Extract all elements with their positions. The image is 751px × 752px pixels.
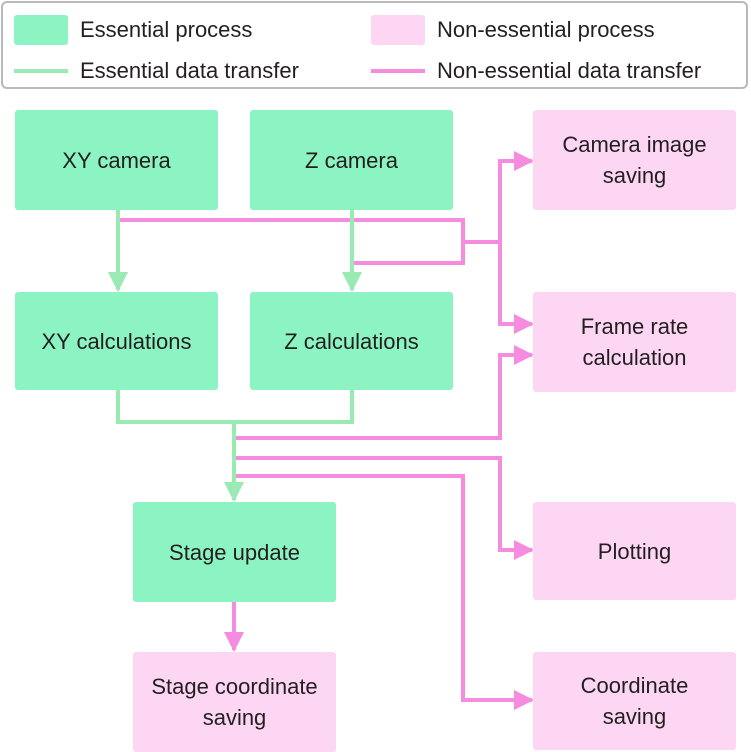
stage-coordinate-saving-label: Stage coordinate saving bbox=[151, 674, 318, 730]
legend-essential-transfer: Essential data transfer bbox=[14, 58, 299, 84]
plotting-label: Plotting bbox=[597, 538, 672, 564]
legend: Essential process Non-essential process … bbox=[1, 1, 748, 89]
z-calculations-label: Z calculations bbox=[284, 328, 419, 354]
legend-essential-process: Essential process bbox=[14, 15, 252, 45]
arrow-to-coordinate-saving bbox=[234, 474, 534, 710]
legend-nonessential-process-label: Non-essential process bbox=[437, 17, 655, 42]
camera-image-saving-label: Camera image saving bbox=[562, 132, 707, 188]
z-camera-label: Z camera bbox=[305, 147, 398, 173]
nonessential-process-swatch bbox=[371, 15, 425, 45]
camera-image-saving-box: Camera image saving bbox=[533, 110, 736, 210]
coordinate-saving-label: Coordinate saving bbox=[580, 673, 689, 729]
legend-essential-transfer-label: Essential data transfer bbox=[80, 58, 299, 83]
legend-nonessential-transfer: Non-essential data transfer bbox=[371, 58, 701, 84]
arrow-calculations-to-frame-rate bbox=[234, 345, 534, 440]
nonessential-transfer-line bbox=[371, 69, 425, 73]
calculations-merge-line bbox=[116, 390, 354, 424]
z-camera-box: Z camera bbox=[250, 110, 453, 210]
stage-update-label: Stage update bbox=[169, 539, 300, 565]
legend-nonessential-transfer-label: Non-essential data transfer bbox=[437, 58, 702, 83]
xy-camera-box: XY camera bbox=[15, 110, 218, 210]
legend-nonessential-process: Non-essential process bbox=[371, 15, 655, 45]
z-calculations-box: Z calculations bbox=[250, 292, 453, 390]
xy-camera-label: XY camera bbox=[62, 147, 171, 173]
xy-calculations-box: XY calculations bbox=[15, 292, 218, 390]
plotting-box: Plotting bbox=[533, 502, 736, 600]
xy-calculations-label: XY calculations bbox=[41, 328, 192, 354]
coordinate-saving-box: Coordinate saving bbox=[533, 652, 736, 750]
arrow-to-camera-image-saving bbox=[498, 151, 534, 242]
essential-transfer-line bbox=[14, 69, 68, 73]
arrow-cameras-to-frame-rate bbox=[498, 242, 534, 334]
stage-coordinate-saving-box: Stage coordinate saving bbox=[133, 652, 336, 752]
frame-rate-calculation-label: Frame rate calculation bbox=[580, 314, 689, 370]
frame-rate-calculation-box: Frame rate calculation bbox=[533, 292, 736, 392]
legend-essential-process-label: Essential process bbox=[80, 17, 253, 42]
camera-bus-line bbox=[118, 218, 465, 265]
essential-process-swatch bbox=[14, 15, 68, 45]
arrow-to-plotting bbox=[234, 456, 534, 560]
stage-update-box: Stage update bbox=[133, 502, 336, 602]
